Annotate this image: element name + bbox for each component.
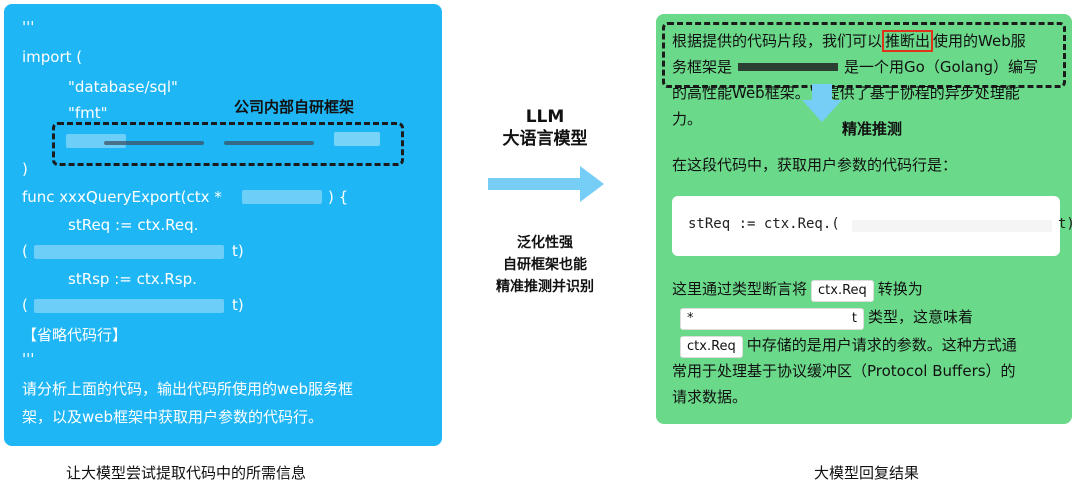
- response-line: 请求数据。: [672, 388, 748, 406]
- annotation-internal-framework: 公司内部自研框架: [234, 98, 355, 116]
- note-line: 自研框架也能: [503, 257, 587, 273]
- down-arrow-icon: [802, 84, 842, 122]
- annotation-accurate-inference: 精准推测: [842, 120, 903, 138]
- response-line: 根据提供的代码片段，我们可以推断出使用的Web服: [672, 30, 1026, 52]
- code-line: 【省略代码行】: [22, 326, 128, 344]
- response-line: 力。: [672, 110, 703, 128]
- code-line: ''': [22, 18, 35, 36]
- llm-title: LLM: [525, 107, 565, 127]
- redacted-text: [242, 190, 322, 204]
- inferred-highlight: 推断出: [882, 30, 934, 52]
- note-line: 精准推测并识别: [496, 279, 594, 295]
- redacted-text: [34, 299, 224, 313]
- code-line: "database/sql": [68, 78, 178, 96]
- generalization-note: 泛化性强 自研框架也能 精准推测并识别: [470, 232, 620, 298]
- redacted-text: [738, 62, 839, 71]
- prompt-text: 架，以及web框架中获取用户参数的代码行。: [22, 408, 324, 426]
- response-line: 常用于处理基于协议缓冲区（Protocol Buffers）的: [672, 362, 1016, 380]
- response-line: 在这段代码中，获取用户参数的代码行是：: [672, 156, 958, 174]
- response-panel: 根据提供的代码片段，我们可以推断出使用的Web服 务框架是是一个用Go（Gola…: [656, 14, 1075, 424]
- response-line: 的高性能Web框架。它提供了基于协程的异步处理能: [672, 84, 1020, 102]
- code-block: stReq := ctx.Req.( t): [672, 196, 1075, 256]
- inference-highlight-box: [662, 22, 1066, 88]
- left-caption: 让大模型尝试提取代码中的所需信息: [66, 464, 307, 482]
- inline-code: *t: [680, 308, 864, 330]
- note-line: 泛化性强: [517, 235, 573, 251]
- code-line: (: [22, 242, 28, 260]
- code-line: func xxxQueryExport(ctx *: [22, 188, 222, 206]
- code-line: ): [22, 160, 28, 178]
- redacted-text: [852, 220, 1052, 232]
- code-line: "fmt": [68, 104, 108, 122]
- code-line: import (: [22, 48, 83, 66]
- code-text: stReq := ctx.Req.(: [688, 216, 840, 232]
- framework-highlight-box: [52, 122, 404, 166]
- inline-code: ctx.Req: [680, 336, 743, 358]
- redacted-text: [334, 132, 380, 146]
- llm-label: LLM 大语言模型: [490, 106, 600, 150]
- code-line: ) {: [328, 188, 349, 206]
- response-line: 务框架是是一个用Go（Golang）编写: [672, 58, 1039, 76]
- llm-subtitle: 大语言模型: [502, 129, 588, 149]
- right-caption: 大模型回复结果: [814, 464, 920, 482]
- code-line: stReq := ctx.Req.: [68, 216, 199, 234]
- inline-code: ctx.Req: [811, 280, 874, 302]
- code-line: stRsp := ctx.Rsp.: [68, 270, 197, 288]
- code-line: t): [232, 242, 244, 260]
- code-text: t): [1058, 216, 1075, 232]
- redacted-text: [104, 141, 204, 145]
- prompt-text: 请分析上面的代码，输出代码所使用的web服务框: [22, 380, 354, 398]
- code-line: ''': [22, 350, 35, 368]
- redacted-text: [224, 141, 314, 145]
- code-line: (: [22, 296, 28, 314]
- redacted-text: [34, 245, 224, 259]
- prompt-panel: ''' import ( "database/sql" "fmt" 公司内部自研…: [4, 4, 442, 446]
- code-line: t): [232, 296, 244, 314]
- right-arrow-icon: [488, 166, 604, 202]
